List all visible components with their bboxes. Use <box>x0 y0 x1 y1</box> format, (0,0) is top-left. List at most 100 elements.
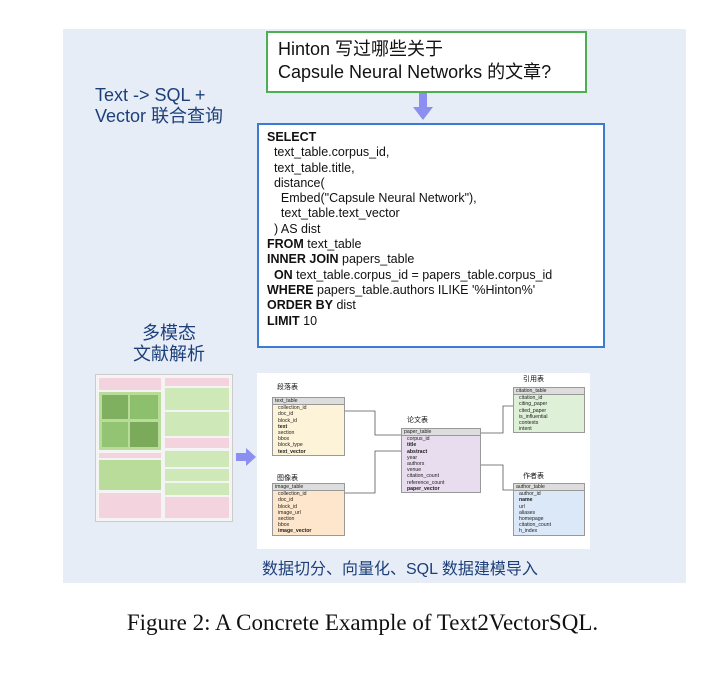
table-field: year <box>407 454 418 461</box>
sql-line: text_table.title, <box>267 161 603 176</box>
table-field: citation_count <box>519 522 552 529</box>
table-field: authors <box>407 461 425 468</box>
sql-text: ) AS dist <box>267 221 321 236</box>
question-box: Hinton 写过哪些关于 Capsule Neural Networks 的文… <box>266 31 587 93</box>
sql-keyword: FROM <box>267 237 304 252</box>
table-field: h_index <box>519 528 538 535</box>
citation-group-label: 引用表 <box>523 376 544 383</box>
table-field: reference_count <box>407 479 445 486</box>
table-field: abstract <box>407 448 428 455</box>
image-group-label: 图像表 <box>277 475 298 482</box>
table-field: cited_paper <box>519 407 547 414</box>
sql-line: Embed("Capsule Neural Network"), <box>267 191 603 206</box>
label-multimodal-line-2: 文献解析 <box>133 344 205 364</box>
question-line-2: Capsule Neural Networks 的文章? <box>278 62 552 82</box>
author-group-label: 作者表 <box>523 473 544 480</box>
table-field: is_influential <box>519 413 548 420</box>
sql-keyword: WHERE <box>267 282 314 297</box>
sql-keyword: LIMIT <box>267 313 300 328</box>
table-field: image_vector <box>278 528 312 535</box>
document-parse-image <box>95 374 233 522</box>
sql-line: ORDER BY dist <box>267 298 603 313</box>
table-field: url <box>519 503 525 510</box>
paper-group-label: 论文表 <box>407 417 428 424</box>
table-field: section <box>278 430 295 437</box>
sql-text: text_table.text_vector <box>267 206 400 221</box>
sql-text: Embed("Capsule Neural Network"), <box>267 191 477 206</box>
table-field: collection_id <box>278 405 307 412</box>
sql-line: SELECT <box>267 130 603 145</box>
table-field: text_vector <box>278 448 306 455</box>
sql-text: text_table <box>303 237 362 252</box>
sql-line: LIMIT 10 <box>267 314 603 329</box>
table-field: block_id <box>278 503 298 510</box>
sql-line: text_table.corpus_id, <box>267 145 603 160</box>
label-text-to-sql-line-1: Text -> SQL + <box>95 85 206 105</box>
sql-keyword: INNER JOIN <box>267 252 339 267</box>
label-multimodal-line-1: 多模态 <box>142 323 196 343</box>
sql-line: WHERE papers_table.authors ILIKE '%Hinto… <box>267 283 603 298</box>
table-field: block_type <box>278 442 303 449</box>
table-header: author_table <box>514 484 584 492</box>
sql-text: text_table.corpus_id, <box>267 145 390 160</box>
table-field: aliases <box>519 509 536 516</box>
table-field: bbox <box>278 522 290 529</box>
sql-query-box: SELECT text_table.corpus_id, text_table.… <box>257 123 605 348</box>
table-header: paper_table <box>402 429 480 437</box>
document-page-illustration <box>99 378 229 518</box>
table-field: bbox <box>278 436 290 443</box>
table-field: homepage <box>519 516 544 523</box>
question-line-1: Hinton 写过哪些关于 <box>278 39 444 59</box>
table-field: name <box>519 497 533 504</box>
table-field: section <box>278 516 295 523</box>
sql-line: INNER JOIN papers_table <box>267 252 603 267</box>
table-field: collection_id <box>278 491 307 498</box>
schema-connectors <box>345 405 513 494</box>
sql-keyword: ON <box>267 267 293 282</box>
table-header: citation_table <box>514 388 584 396</box>
table-field: doc_id <box>278 497 294 504</box>
sql-line: distance( <box>267 176 603 191</box>
table-field: corpus_id <box>407 436 430 443</box>
table-field: venue <box>407 467 422 474</box>
sql-line: FROM text_table <box>267 237 603 252</box>
bottom-caption: 数据切分、向量化、SQL 数据建模导入 <box>262 561 538 578</box>
figure-caption: Figure 2: A Concrete Example of Text2Vec… <box>126 610 599 635</box>
table-header: image_table <box>273 484 344 492</box>
table-field: image_url <box>278 509 301 516</box>
text-group-label: 段落表 <box>277 384 298 391</box>
sql-text: papers_table <box>338 252 415 267</box>
label-text-to-sql: Text -> SQL + Vector 联合查询 <box>95 85 223 127</box>
sql-text: text_table.title, <box>267 160 355 175</box>
sql-text: dist <box>332 298 356 313</box>
sql-text: 10 <box>299 313 318 328</box>
table-field: paper_vector <box>407 485 440 492</box>
down-arrow-icon <box>413 93 433 120</box>
sql-text: distance( <box>267 175 325 190</box>
sql-line: text_table.text_vector <box>267 206 603 221</box>
table-field: contexts <box>519 420 539 427</box>
sql-line: ON text_table.corpus_id = papers_table.c… <box>267 268 603 283</box>
table-field: block_id <box>278 417 298 424</box>
label-multimodal: 多模态 文献解析 <box>133 323 205 365</box>
label-text-to-sql-line-2: Vector 联合查询 <box>95 106 224 126</box>
table-field: author_id <box>519 491 541 498</box>
table-field: doc_id <box>278 411 294 418</box>
table-field: citation_id <box>519 395 543 402</box>
table-field: title <box>407 442 417 449</box>
table-field: text <box>278 423 288 430</box>
sql-text: text_table.corpus_id = papers_table.corp… <box>292 267 553 282</box>
table-field: intent <box>519 426 532 433</box>
table-header: text_table <box>273 398 344 406</box>
right-arrow-icon <box>236 448 256 466</box>
sql-keyword: ORDER BY <box>267 298 333 313</box>
table-field: citing_paper <box>519 401 548 408</box>
table-field: citation_count <box>407 473 440 480</box>
sql-keyword: SELECT <box>267 130 317 144</box>
sql-text: papers_table.authors ILIKE '%Hinton%' <box>313 282 536 297</box>
